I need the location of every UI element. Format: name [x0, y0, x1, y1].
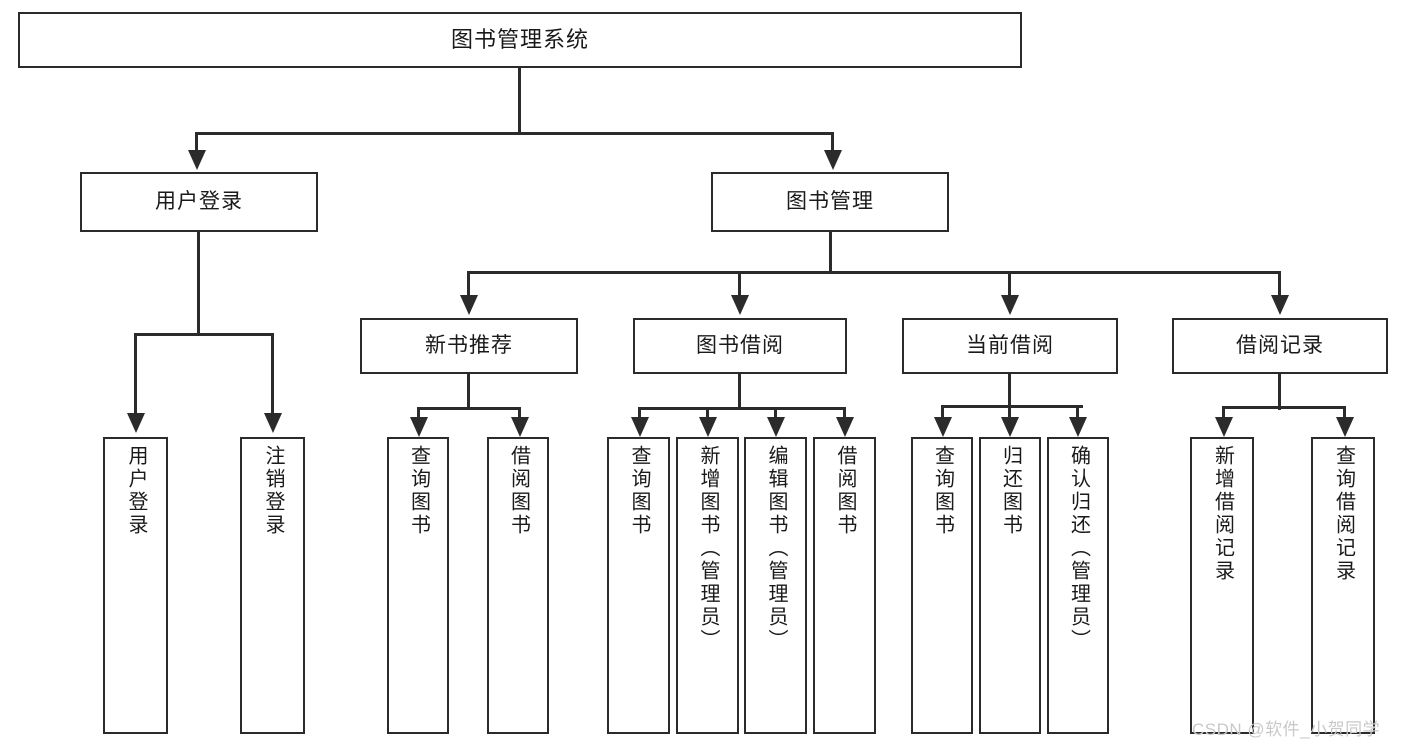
leaf-label: 编辑图书（管理员） [765, 445, 787, 652]
leaf-bookborrow-borrow-book[interactable]: 借阅图书 [813, 437, 876, 734]
leaf-label: 查询图书 [407, 445, 430, 537]
connector-drop-user-login-leaf1 [134, 333, 137, 415]
node-book-management[interactable]: 图书管理 [711, 172, 949, 232]
node-label: 借阅记录 [1236, 334, 1324, 358]
connector-drop-currentborrow-leaf1 [941, 405, 944, 419]
connector-drop-user-login [195, 132, 198, 154]
arrow-user-login-leaf2 [264, 413, 282, 433]
leaf-bookborrow-edit-book[interactable]: 编辑图书（管理员） [744, 437, 807, 734]
connector-drop-borrowrecord-leaf2 [1343, 406, 1346, 419]
leaf-newbook-borrow-book[interactable]: 借阅图书 [487, 437, 549, 734]
connector-drop-book-mgmt [831, 132, 834, 154]
arrow-bookborrow-leaf3 [767, 417, 785, 437]
leaf-currentborrow-return-book[interactable]: 归还图书 [979, 437, 1041, 734]
arrow-currentborrow-leaf2 [1001, 417, 1019, 437]
connector-drop-currentborrow-leaf2 [1008, 405, 1011, 419]
connector-drop-bookborrow-leaf3 [774, 407, 777, 419]
leaf-label: 新增借阅记录 [1211, 445, 1234, 583]
node-label: 图书借阅 [696, 334, 784, 358]
node-user-login[interactable]: 用户登录 [80, 172, 318, 232]
arrow-borrowrecord-leaf2 [1336, 417, 1354, 437]
leaf-label: 确认归还（管理员） [1067, 445, 1090, 652]
leaf-label: 注销登录 [262, 445, 284, 537]
leaf-label: 查询借阅记录 [1332, 445, 1355, 583]
arrow-user-login-leaf1 [127, 413, 145, 433]
leaf-currentborrow-confirm-return[interactable]: 确认归还（管理员） [1047, 437, 1109, 734]
leaf-label: 归还图书 [999, 445, 1022, 537]
node-borrow-record[interactable]: 借阅记录 [1172, 318, 1388, 374]
arrow-borrowrecord-leaf1 [1215, 417, 1233, 437]
leaf-borrowrecord-query-record[interactable]: 查询借阅记录 [1311, 437, 1375, 734]
connector-root-bus [196, 132, 834, 135]
node-label: 新书推荐 [425, 334, 513, 358]
connector-drop-bookborrow-leaf1 [638, 407, 641, 419]
connector-drop-currentborrow-leaf3 [1076, 405, 1079, 419]
leaf-logout[interactable]: 注销登录 [240, 437, 305, 734]
leaf-label: 新增图书（管理员） [697, 445, 719, 652]
connector-root-stem [518, 68, 521, 134]
connector-bookmgmt-bus [467, 271, 1279, 274]
leaf-borrowrecord-add-record[interactable]: 新增借阅记录 [1190, 437, 1254, 734]
leaf-label: 查询图书 [931, 445, 954, 537]
arrow-bookborrow-leaf2 [699, 417, 717, 437]
connector-borrowrecord-bus [1222, 406, 1346, 409]
connector-drop-borrowrecord-leaf1 [1222, 406, 1225, 419]
arrow-user-login [188, 150, 206, 170]
leaf-label: 查询图书 [628, 445, 650, 537]
arrow-bookborrow-leaf4 [836, 417, 854, 437]
connector-drop-bookborrow-leaf4 [843, 407, 846, 419]
arrow-newbook-leaf1 [410, 417, 428, 437]
connector-drop-user-login-leaf2 [271, 333, 274, 415]
connector-drop-newbook-leaf2 [518, 407, 521, 419]
arrow-currentborrow-leaf1 [934, 417, 952, 437]
arrow-book-borrow [731, 295, 749, 315]
arrow-current-borrow [1001, 295, 1019, 315]
leaf-bookborrow-add-book[interactable]: 新增图书（管理员） [676, 437, 739, 734]
connector-drop-book-borrow [738, 271, 741, 299]
connector-drop-bookborrow-leaf2 [706, 407, 709, 419]
connector-bookmgmt-stem [829, 232, 832, 274]
arrow-borrow-record [1271, 295, 1289, 315]
arrow-currentborrow-leaf3 [1069, 417, 1087, 437]
arrow-newbook-leaf2 [511, 417, 529, 437]
node-label: 当前借阅 [966, 334, 1054, 358]
arrow-book-mgmt [824, 150, 842, 170]
connector-bookborrow-bus [638, 407, 846, 410]
leaf-label: 借阅图书 [834, 445, 856, 537]
connector-borrowrecord-stem [1278, 374, 1281, 410]
connector-newbook-bus [417, 407, 521, 410]
connector-drop-current-borrow [1008, 271, 1011, 299]
connector-userlogin-stem [197, 232, 200, 336]
node-new-book-recommend[interactable]: 新书推荐 [360, 318, 578, 374]
leaf-newbook-query-book[interactable]: 查询图书 [387, 437, 449, 734]
connector-drop-newbook-leaf1 [417, 407, 420, 419]
csdn-watermark: CSDN @软件_小贺同学 [1192, 720, 1381, 739]
node-current-borrow[interactable]: 当前借阅 [902, 318, 1118, 374]
connector-drop-new-book [467, 271, 470, 299]
leaf-label: 借阅图书 [507, 445, 530, 537]
leaf-user-login[interactable]: 用户登录 [103, 437, 168, 734]
connector-currentborrow-stem [1008, 374, 1011, 410]
connector-userlogin-bus [134, 333, 274, 336]
leaf-currentborrow-query-book[interactable]: 查询图书 [911, 437, 973, 734]
connector-drop-borrow-record [1278, 271, 1281, 299]
leaf-bookborrow-query-book[interactable]: 查询图书 [607, 437, 670, 734]
node-label: 图书管理 [786, 190, 874, 214]
node-book-borrow[interactable]: 图书借阅 [633, 318, 847, 374]
connector-currentborrow-bus [941, 405, 1083, 408]
node-label: 图书管理系统 [450, 26, 589, 52]
leaf-label: 用户登录 [125, 445, 147, 537]
connector-bookborrow-stem [738, 374, 741, 410]
node-root-system[interactable]: 图书管理系统 [18, 12, 1022, 68]
node-label: 用户登录 [155, 190, 243, 214]
arrow-new-book [460, 295, 478, 315]
connector-newbook-stem [467, 374, 470, 410]
arrow-bookborrow-leaf1 [631, 417, 649, 437]
